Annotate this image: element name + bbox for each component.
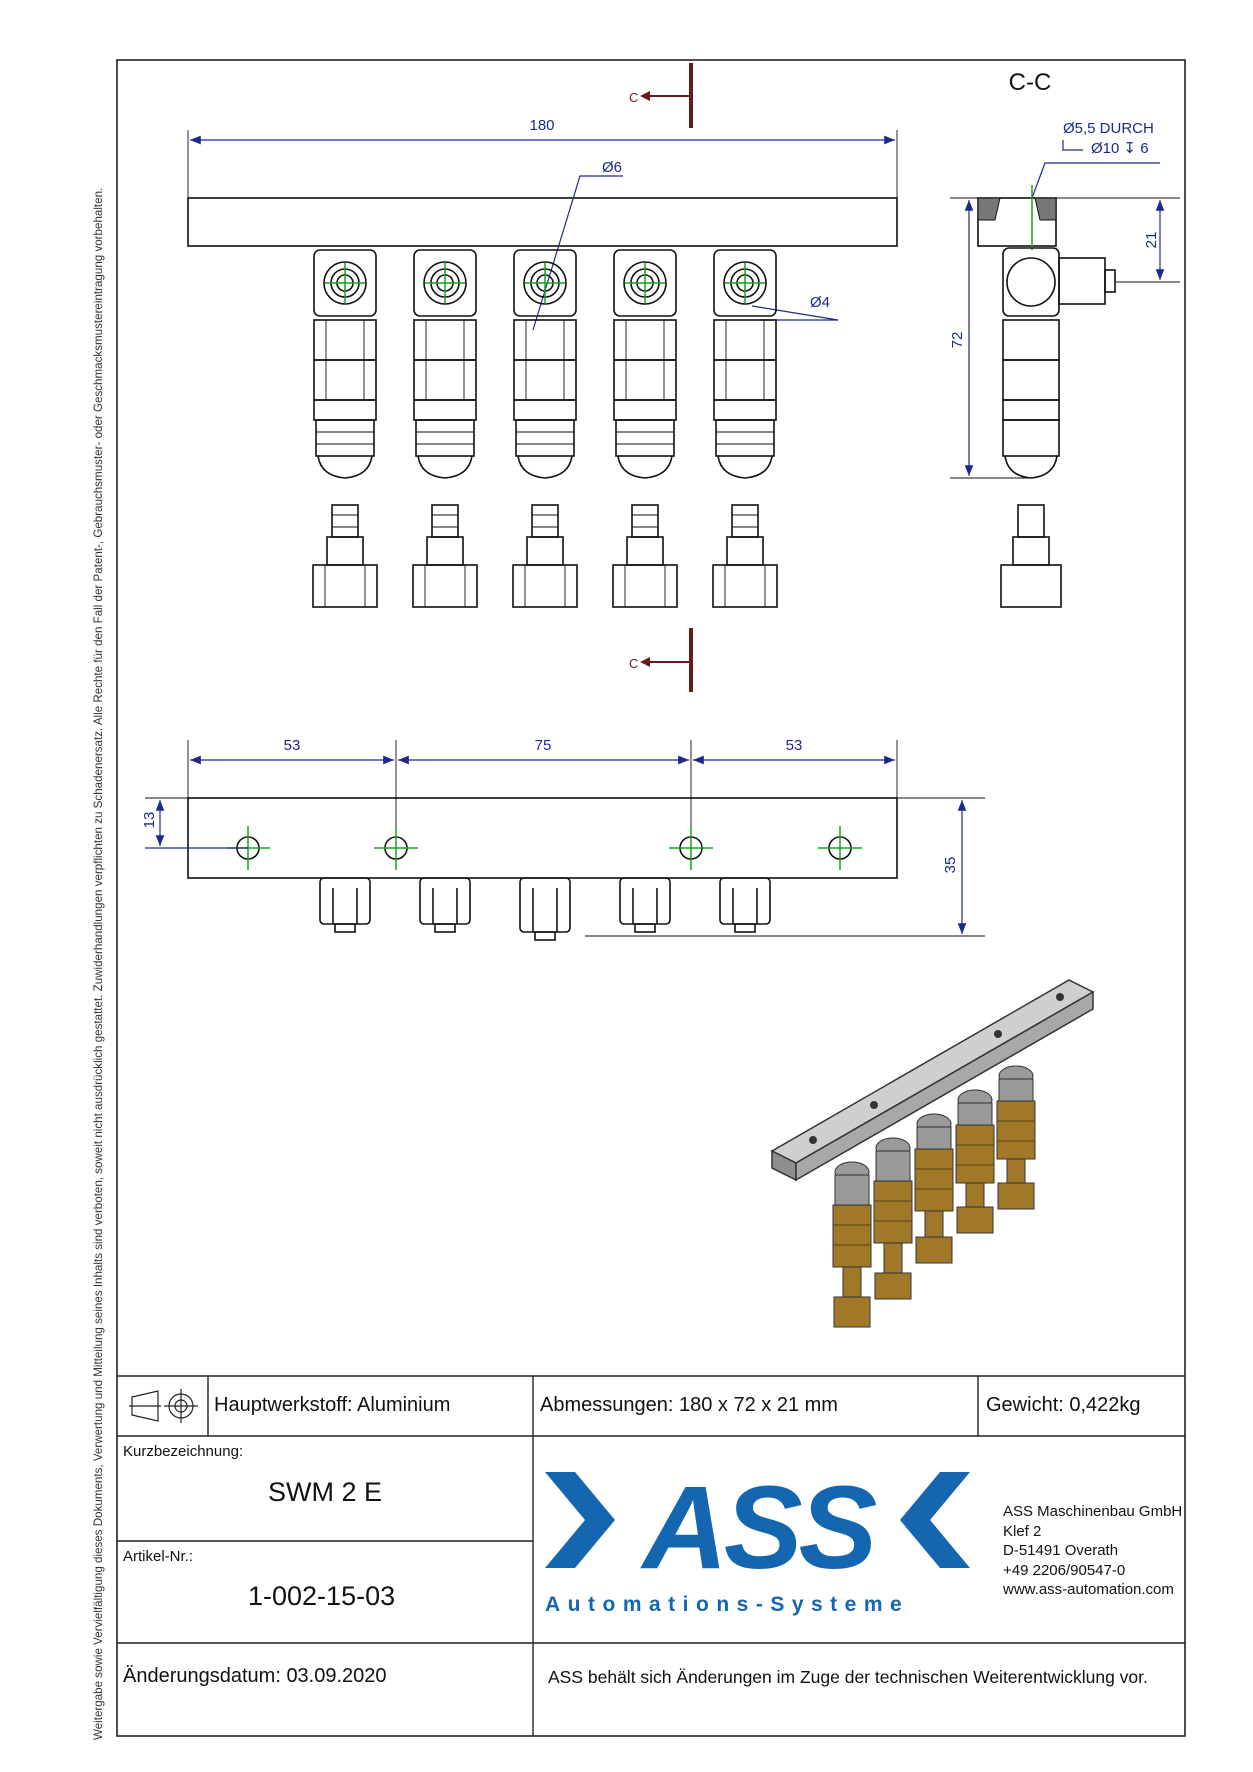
top-view: 53 75 53 13 35	[141, 737, 985, 941]
dim-port: Ø4	[810, 294, 830, 311]
title-block	[117, 1375, 1185, 1736]
dim-height-21: 21	[1143, 232, 1160, 249]
dimensions-field: Abmessungen: 180 x 72 x 21 mm	[540, 1394, 838, 1416]
dim-pitch-left: 53	[284, 737, 301, 754]
short-name-value: SWM 2 E	[268, 1477, 383, 1507]
article-number-value: 1-002-15-03	[248, 1581, 396, 1611]
iso-coupling-2	[873, 1137, 913, 1300]
iso-coupling-5	[996, 1065, 1036, 1210]
change-date: Änderungsdatum: 03.09.2020	[123, 1665, 387, 1687]
company-name: ASS Maschinenbau GmbH	[1003, 1503, 1183, 1520]
drawing-frame	[116, 59, 1186, 1737]
weight-field: Gewicht: 0,422kg	[986, 1394, 1141, 1416]
coupling-2	[412, 249, 478, 608]
rail-top	[187, 797, 898, 879]
logo-text: ASS	[640, 1462, 877, 1594]
dim-height-72: 72	[949, 332, 966, 349]
iso-coupling-3	[914, 1113, 954, 1264]
fitting-top-2	[419, 877, 471, 933]
short-name-label: Kurzbezeichnung:	[123, 1443, 244, 1460]
dim-depth-35: 35	[942, 857, 959, 874]
coupling-1	[312, 249, 378, 608]
company-phone: +49 2206/90547-0	[1003, 1561, 1126, 1579]
front-view: C 180 Ø6 Ø4	[187, 63, 898, 692]
company-website[interactable]: www.ass-automation.com	[1003, 1581, 1174, 1598]
coupling-5	[712, 249, 778, 608]
projection-symbol-icon	[129, 1389, 198, 1423]
iso-coupling-1	[832, 1161, 872, 1328]
fitting-top-3	[519, 877, 571, 941]
dim-edge-13: 13	[141, 812, 158, 829]
dim-hole-line1: Ø5,5 DURCH	[1063, 120, 1154, 137]
logo-tagline: Automations-Systeme	[545, 1593, 909, 1616]
company-logo: ASS Automations-Systeme	[545, 1462, 970, 1616]
copyright-note: Weitergabe sowie Vervielfältigung dieses…	[92, 187, 105, 1740]
isometric-view	[770, 979, 1095, 1328]
dim-length-180: 180	[529, 117, 554, 134]
section-letter-top: C	[629, 90, 638, 105]
dim-hole-line2: Ø10 ↧ 6	[1091, 140, 1149, 157]
iso-coupling-4	[955, 1089, 995, 1234]
coupling-3	[512, 249, 578, 608]
dim-pitch-right: 53	[786, 737, 803, 754]
fitting-top-5	[719, 877, 771, 933]
section-marker-top: C	[629, 63, 693, 128]
material-field: Hauptwerkstoff: Aluminium	[214, 1394, 451, 1416]
company-city: D-51491 Overath	[1003, 1542, 1119, 1559]
section-view: C-C Ø5,5 DURCH Ø10 ↧ 6 21 72	[949, 69, 1180, 608]
company-address: ASS Maschinenbau GmbH Klef 2 D-51491 Ove…	[1003, 1502, 1182, 1600]
section-title: C-C	[1009, 69, 1052, 96]
company-street: Klef 2	[1003, 1522, 1042, 1540]
section-letter-bottom: C	[629, 656, 638, 671]
section-marker-bottom: C	[629, 628, 693, 692]
fitting-top-4	[619, 877, 671, 933]
rail-front	[187, 197, 898, 247]
fitting-top-1	[319, 877, 371, 933]
dim-pitch-mid: 75	[535, 737, 552, 754]
disclaimer: ASS behält sich Änderungen im Zuge der t…	[548, 1667, 1148, 1687]
article-number-label: Artikel-Nr.:	[123, 1548, 194, 1565]
dim-bore: Ø6	[602, 159, 622, 176]
coupling-4	[612, 249, 678, 608]
